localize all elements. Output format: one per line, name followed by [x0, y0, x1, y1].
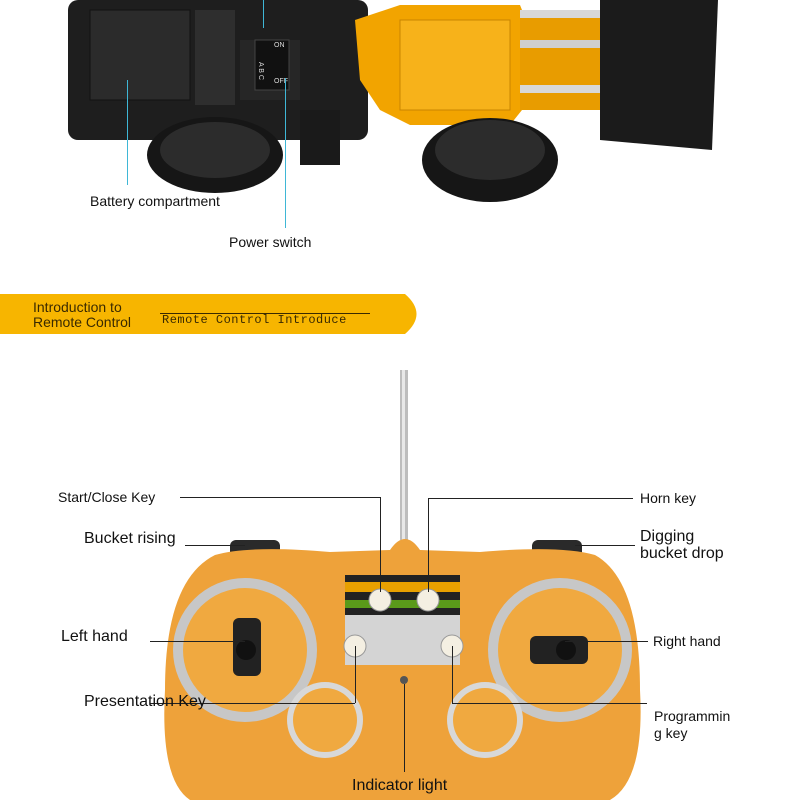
horn-key-label: Horn key	[640, 490, 697, 506]
switch-on-label: ON	[274, 42, 285, 49]
digging-bucket-drop-label-1: Digging	[640, 528, 695, 545]
banner-subtitle: Remote Control Introduce	[162, 313, 347, 327]
power-switch-label: Power switch	[229, 234, 312, 250]
programming-key-label-1: Programmin	[654, 708, 731, 724]
left-hand-label: Left hand	[61, 628, 128, 645]
toy-loader-illustration	[68, 0, 718, 202]
programming-line-v	[452, 646, 453, 703]
toy-photo: ON A B C OFF Battery compartment Power s…	[0, 0, 800, 260]
top-cyan-marker	[263, 0, 264, 28]
start-close-line-h	[180, 497, 380, 498]
switch-abc-label: A B C	[257, 62, 264, 80]
indicator-light-label: Indicator light	[352, 777, 448, 794]
digging-bucket-drop-label-2: bucket drop	[640, 545, 724, 562]
banner-shape	[0, 294, 417, 334]
digging-drop-line	[575, 545, 635, 546]
presentation-key-label: Presentation Key	[84, 693, 206, 710]
start-close-line-v	[380, 497, 381, 592]
programming-line-h	[452, 703, 647, 704]
programming-key-label-2: g key	[654, 725, 688, 741]
indicator-line	[404, 684, 405, 772]
remote-control-photo: Start/Close Key Horn key Bucket rising D…	[0, 360, 800, 800]
banner-underline	[160, 313, 370, 314]
banner-title-line2: Remote Control	[33, 314, 132, 330]
start-close-key-label: Start/Close Key	[58, 489, 156, 505]
left-hand-line	[150, 641, 245, 642]
switch-off-label: OFF	[274, 78, 288, 85]
presentation-line-h	[150, 703, 355, 704]
section-banner: Introduction to Remote Control Remote Co…	[0, 294, 430, 334]
banner-title-line1: Introduction to	[33, 299, 122, 315]
horn-line-h	[428, 498, 633, 499]
remote-control-illustration	[164, 370, 641, 800]
right-hand-label: Right hand	[653, 633, 721, 649]
right-hand-line	[565, 641, 648, 642]
horn-line-v	[428, 498, 429, 592]
presentation-line-v	[355, 646, 356, 703]
battery-compartment-label: Battery compartment	[90, 193, 220, 209]
battery-callout-line	[127, 80, 128, 185]
bucket-rising-label: Bucket rising	[84, 530, 176, 547]
power-callout-line	[285, 78, 286, 228]
bucket-rising-line	[185, 545, 245, 546]
